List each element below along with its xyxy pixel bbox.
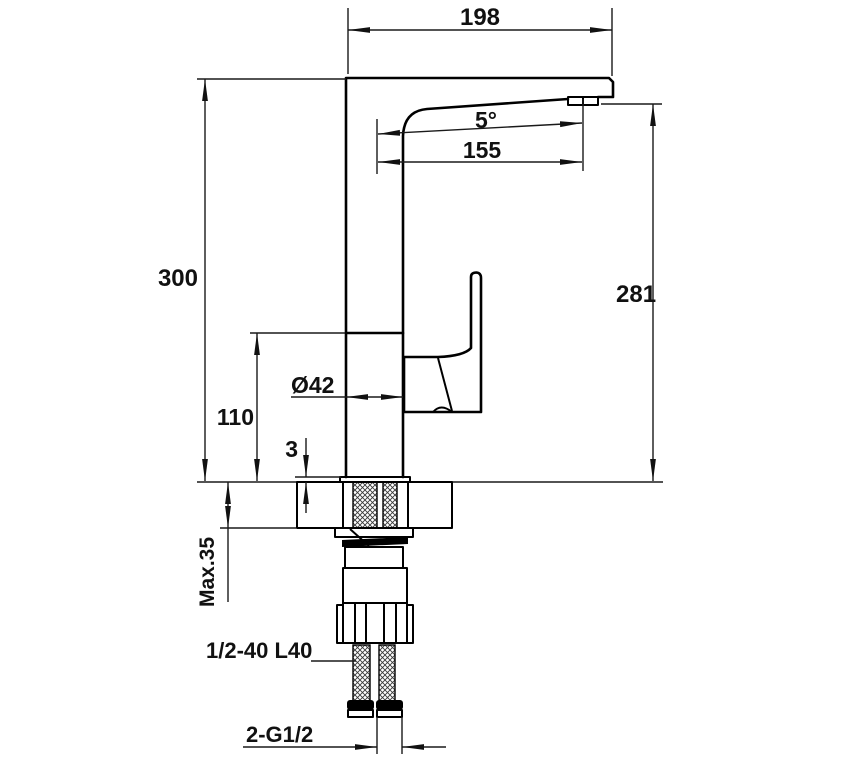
dim-label-hose-connections: 2-G1/2 [246, 722, 313, 747]
dim-label-300: 300 [158, 265, 198, 292]
dim-110: 110 [217, 332, 345, 481]
bracket-wing-right [406, 604, 414, 644]
dim-label-42: Ø42 [291, 372, 334, 398]
dim-label-3: 3 [285, 436, 298, 462]
dim-5deg-line [377, 121, 583, 136]
dim-198: 198 [347, 4, 613, 76]
dim-198-extension-lines [347, 8, 613, 76]
callout-shank-thread: 1/2-40 L40 [206, 638, 356, 663]
stud-slot-right [383, 602, 397, 644]
dim-5deg-extension-lines [376, 99, 584, 174]
handle-lever [402, 271, 483, 414]
body-outline [344, 76, 615, 479]
dim-label-155: 155 [463, 137, 502, 163]
supply-hoses [347, 644, 403, 718]
hose-nut-right [376, 709, 403, 718]
dim-max35: Max.35 [196, 482, 296, 607]
hose-left [352, 644, 371, 702]
hose-connector-right [376, 700, 403, 710]
dim-label-198: 198 [460, 4, 500, 31]
dim-5deg: 5° [376, 99, 584, 174]
spout-underside [401, 97, 570, 479]
rubber-seal [342, 537, 408, 547]
lock-ring [344, 546, 404, 569]
washer [334, 527, 414, 538]
dim-label-max35: Max.35 [196, 537, 219, 607]
mounting-bracket [342, 602, 408, 644]
dim-g12-extension-lines [376, 717, 403, 754]
dim-label-110: 110 [217, 404, 254, 430]
dim-label-shank-thread: 1/2-40 L40 [206, 638, 312, 663]
dim-label-281: 281 [616, 281, 656, 308]
dim-281: 281 [601, 103, 662, 481]
lever-detail-arc [432, 406, 453, 413]
bracket-wing-left [336, 604, 344, 644]
dim-label-5deg: 5° [475, 107, 497, 133]
hose-right [378, 644, 396, 702]
mounting-nut [342, 567, 408, 604]
hose-nut-left [347, 709, 374, 718]
shank-thread-section-left [352, 481, 378, 529]
dim-42: Ø42 [291, 372, 403, 400]
dim-300: 300 [158, 78, 346, 481]
hose-connector-left [347, 700, 374, 710]
dim-3: 3 [285, 436, 341, 513]
countertop-section [197, 481, 663, 529]
mounting-hardware [334, 527, 414, 644]
shank-thread-section-right [382, 481, 398, 529]
dim-hose-connections: 2-G1/2 [243, 717, 446, 754]
lever-detail-slant [437, 357, 453, 412]
dim-155: 155 [378, 137, 582, 165]
mounting-hole-edges [342, 482, 409, 528]
stud-slot-left [354, 602, 367, 644]
lever-outline [402, 271, 483, 414]
base-plate [339, 476, 411, 483]
